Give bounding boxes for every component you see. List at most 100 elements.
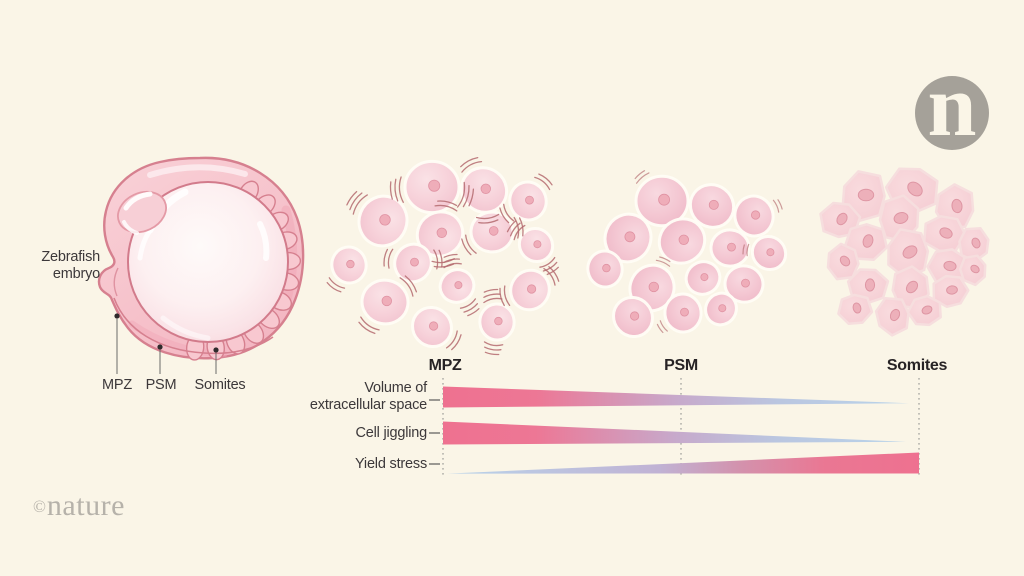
cell-nucleus xyxy=(624,231,636,243)
nature-logo: n xyxy=(915,57,989,155)
jiggle-marks xyxy=(483,288,499,293)
cell-nucleus xyxy=(766,248,775,257)
jiggle-marks xyxy=(326,281,342,293)
cell-nucleus xyxy=(648,281,660,293)
nature-logo-letter: n xyxy=(927,57,977,155)
jiggle-marks xyxy=(456,181,466,208)
yolk-highlight xyxy=(160,315,211,341)
cell-nucleus xyxy=(939,227,953,239)
cell-nucleus xyxy=(907,181,923,197)
jiggle-marks xyxy=(539,256,556,268)
cell-nucleus xyxy=(951,198,963,214)
zebrafish-embryo-label-line2: embryo xyxy=(52,266,100,282)
jiggle-marks xyxy=(461,238,472,256)
cell-nucleus xyxy=(381,295,393,307)
jiggle-marks xyxy=(484,346,502,351)
jiggle-marks xyxy=(483,293,501,298)
jiggle-marks xyxy=(459,298,477,309)
jiggle-marks xyxy=(437,200,458,207)
cell-nucleus xyxy=(852,302,862,314)
jiggle-marks xyxy=(443,262,462,269)
property-label-volume: Volume of extracellular space xyxy=(310,380,427,414)
cell-nucleus xyxy=(629,311,640,321)
cell-nucleus xyxy=(533,240,542,249)
jiggle-marks xyxy=(434,204,458,212)
cell-nucleus xyxy=(943,260,957,272)
cell-nucleus xyxy=(839,255,851,267)
jiggle-marks xyxy=(742,244,745,255)
property-label-jiggling: Cell jiggling xyxy=(355,425,427,441)
cell-nucleus xyxy=(857,188,875,202)
cell-nucleus xyxy=(480,183,492,195)
jiggle-marks xyxy=(509,222,521,237)
jiggle-marks xyxy=(543,267,556,286)
jiggle-marks xyxy=(404,275,418,293)
gradient-bar-volume xyxy=(443,386,909,408)
yolk-highlight xyxy=(137,229,152,261)
stage-header-somites: Somites xyxy=(886,357,948,374)
cell-nucleus xyxy=(741,278,750,288)
jiggle-marks xyxy=(463,303,479,313)
cell-nucleus xyxy=(902,245,918,259)
cell-nucleus xyxy=(946,285,958,295)
tailbud-crease xyxy=(113,267,119,297)
jiggle-marks xyxy=(659,320,668,332)
jiggle-marks xyxy=(478,219,499,224)
jiggle-marks xyxy=(746,243,750,257)
embryo-part-label-somites: Somites xyxy=(194,377,246,393)
copyright-icon: © xyxy=(33,497,46,516)
jiggle-marks xyxy=(328,277,346,289)
jiggle-marks xyxy=(506,220,516,233)
cell-nucleus xyxy=(379,214,391,226)
jiggle-marks xyxy=(433,249,439,270)
jiggle-marks xyxy=(399,277,414,297)
jiggle-marks xyxy=(438,249,443,268)
cell-nucleus xyxy=(488,226,499,236)
embryo-top-sheen xyxy=(147,164,248,178)
cell-nucleus xyxy=(602,263,611,273)
stage-header-psm: PSM xyxy=(664,357,698,374)
zebrafish-embryo-illustration xyxy=(97,156,305,374)
jiggle-marks xyxy=(387,248,394,269)
jiggle-marks xyxy=(352,194,368,215)
jiggle-marks xyxy=(548,266,560,282)
jiggle-marks xyxy=(443,253,458,258)
mpz-cell-cluster-illustration xyxy=(326,156,560,356)
cell-nucleus xyxy=(658,193,670,206)
cell-nucleus xyxy=(750,210,761,220)
stage-header-mpz: MPZ xyxy=(428,357,462,374)
property-label-volume-line1: Volume of xyxy=(364,380,427,396)
vesicle-highlight xyxy=(123,191,153,211)
cell-nucleus xyxy=(428,179,441,192)
cell-nucleus xyxy=(454,281,463,290)
jiggle-marks xyxy=(389,181,393,200)
jiggle-marks xyxy=(513,224,526,241)
jiggle-marks xyxy=(483,341,504,347)
cell-nucleus xyxy=(346,259,355,269)
cell-nucleus xyxy=(718,304,727,313)
embryo-part-label-mpz: MPZ xyxy=(101,377,133,393)
jiggle-marks xyxy=(484,351,500,356)
psm-band-line xyxy=(113,297,274,355)
yolk-highlight xyxy=(257,221,270,261)
jiggle-marks xyxy=(467,308,480,317)
jiggle-marks xyxy=(538,173,553,186)
cell-nucleus xyxy=(410,257,419,267)
jiggle-marks xyxy=(451,334,462,351)
cell-nucleus xyxy=(526,284,537,294)
cell-nucleus xyxy=(970,264,980,274)
jiggle-marks xyxy=(499,287,505,307)
jiggle-marks xyxy=(772,199,780,213)
jiggle-marks xyxy=(656,323,664,334)
property-label-yield: Yield stress xyxy=(354,456,427,472)
cell-nucleus xyxy=(971,237,981,249)
jiggle-marks xyxy=(465,234,477,254)
jiggle-marks xyxy=(461,160,483,173)
jiggle-marks xyxy=(358,321,376,335)
cell-nucleus xyxy=(428,321,439,331)
zebrafish-embryo-label: Zebrafish embryo xyxy=(0,249,100,283)
jiggle-marks xyxy=(445,330,458,349)
jiggle-marks xyxy=(475,213,500,220)
